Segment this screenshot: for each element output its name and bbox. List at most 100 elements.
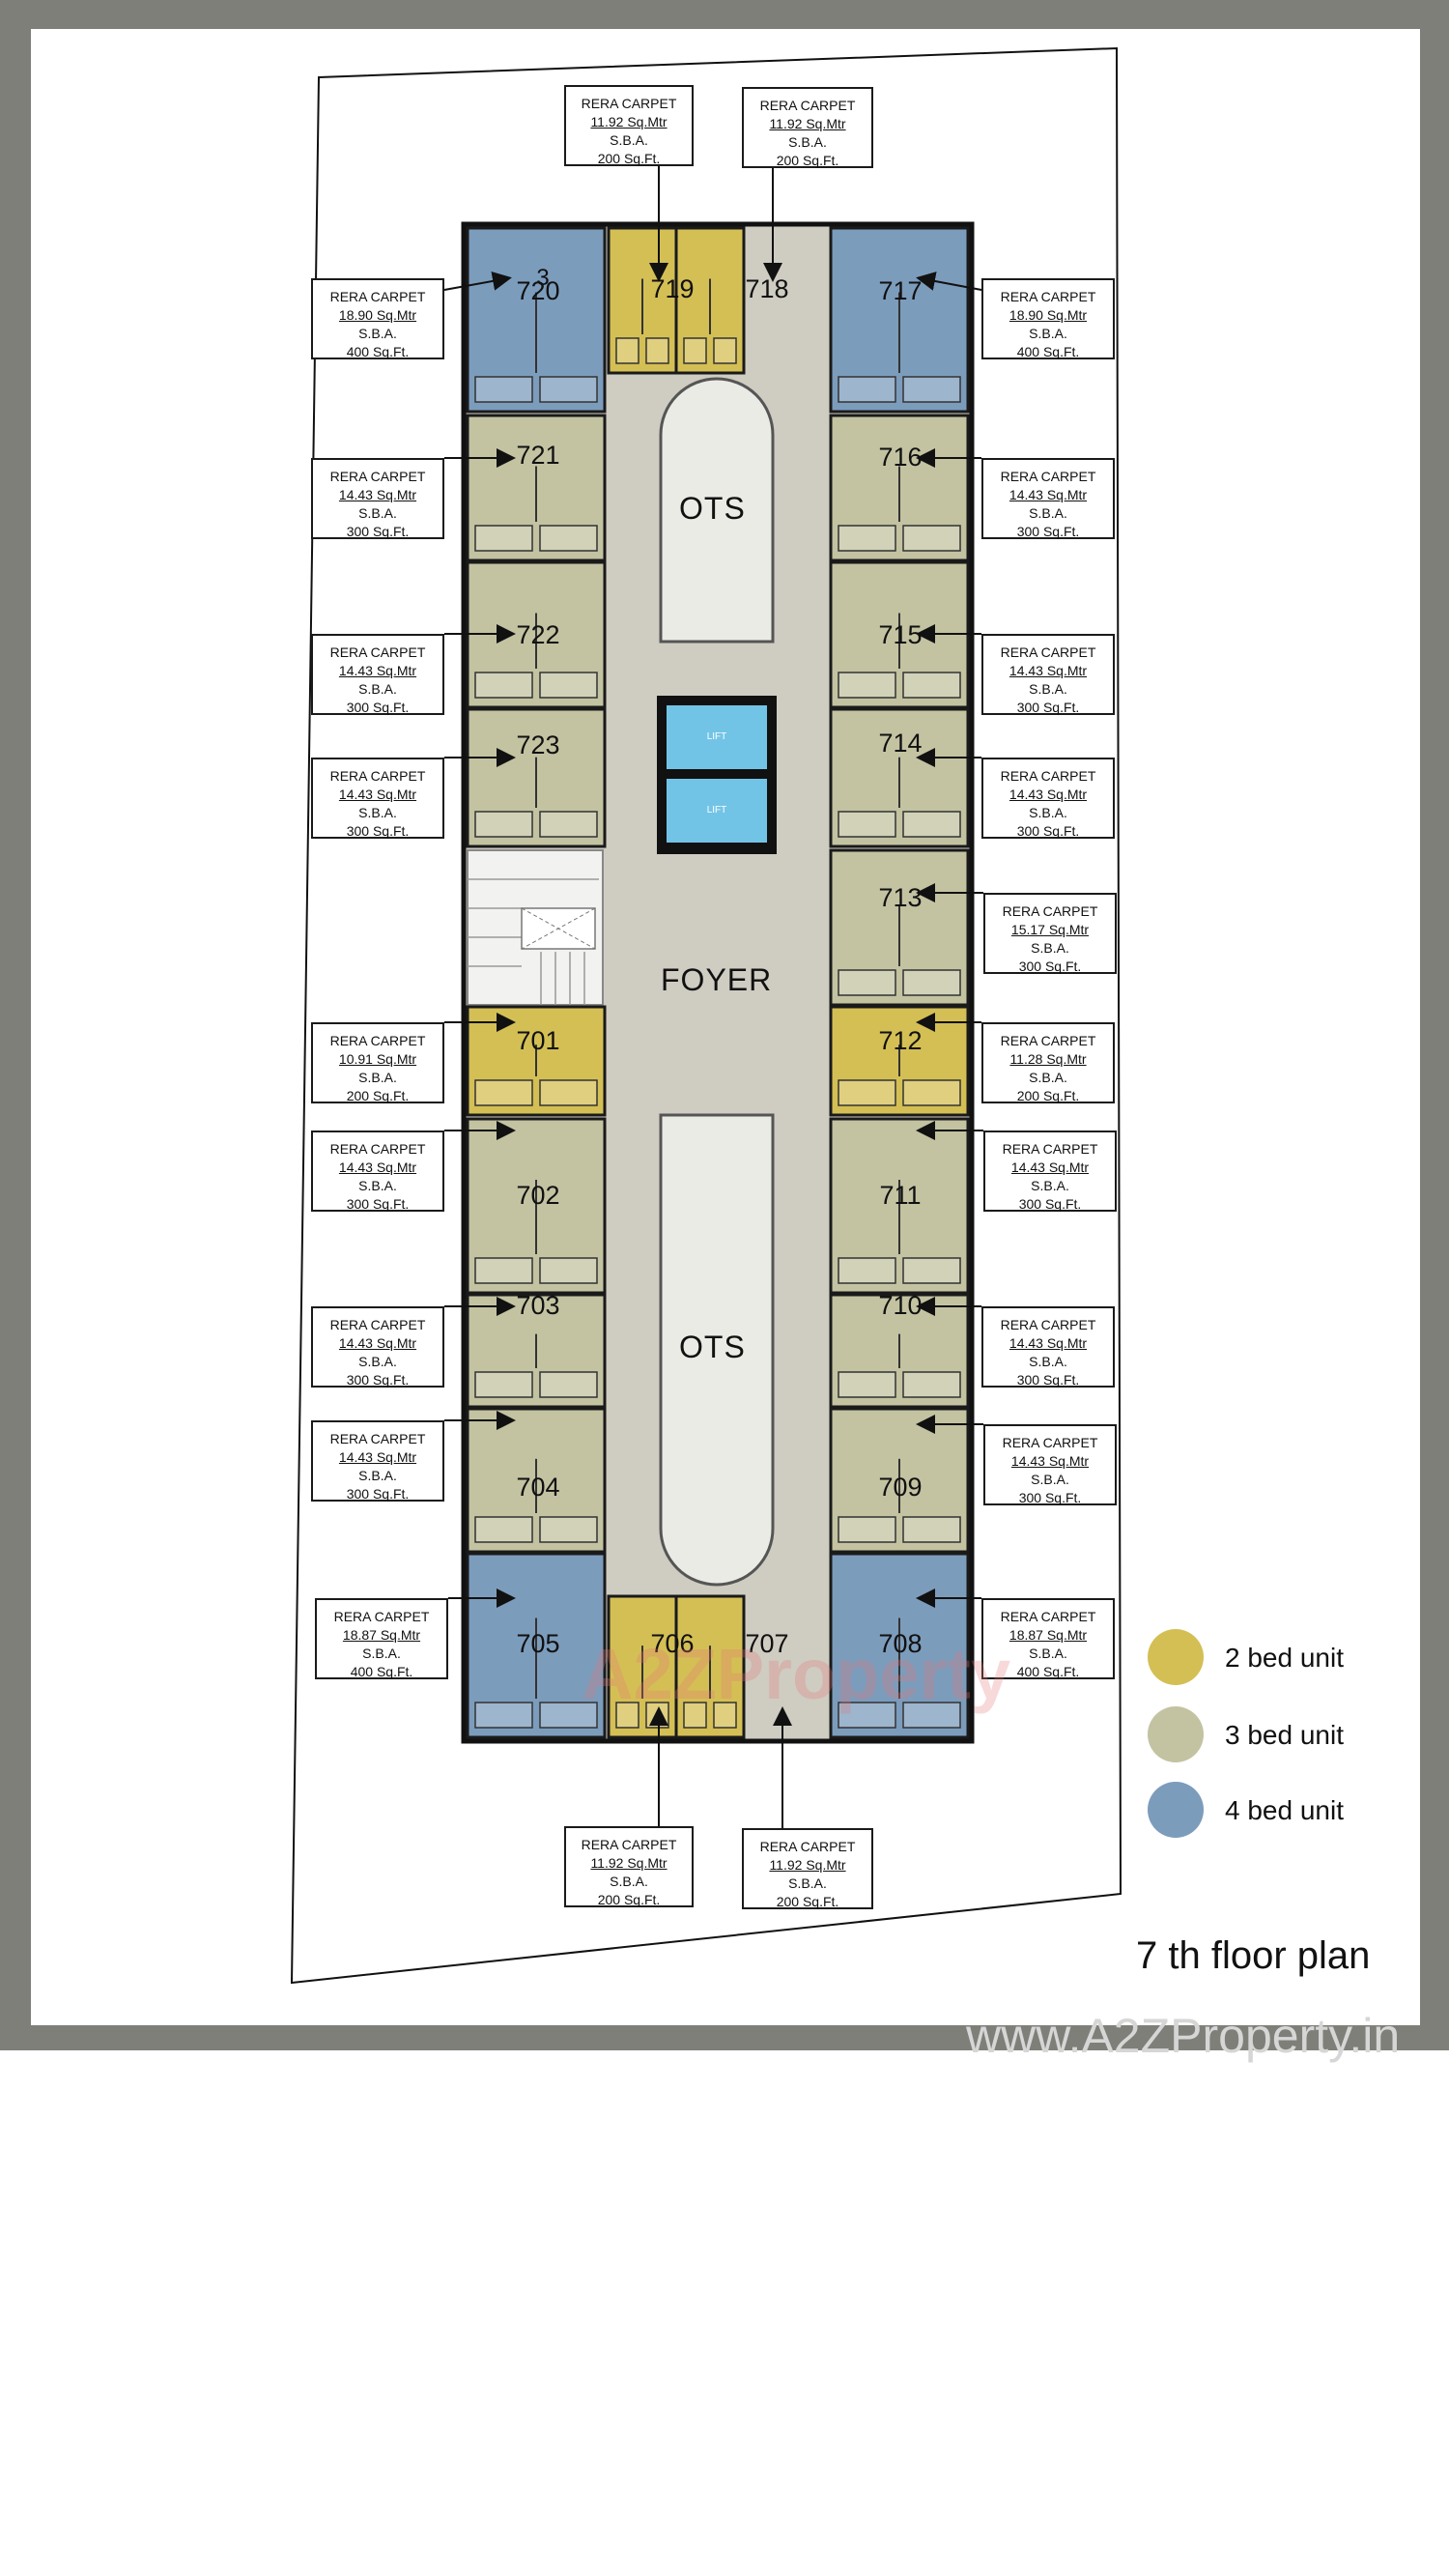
callout-sba-area: 200 Sq.Ft. <box>597 1892 661 1907</box>
unit-711-bed-b <box>902 1257 961 1284</box>
callout-carpet-area: 14.43 Sq.Mtr <box>1010 1453 1090 1469</box>
unit-715-bed-b <box>902 672 961 699</box>
unit-707-fill <box>674 1594 746 1739</box>
unit-721-bed-a <box>474 525 533 552</box>
unit-720-fill <box>466 226 607 414</box>
unit-716[interactable] <box>829 414 970 562</box>
unit-719-bed-b <box>645 337 669 364</box>
unit-714[interactable] <box>829 707 970 848</box>
unit-718[interactable] <box>674 226 746 375</box>
unit-711[interactable] <box>829 1117 970 1295</box>
unit-722-bed-b <box>539 672 598 699</box>
unit-703[interactable] <box>466 1293 607 1409</box>
callout-sba-heading: S.B.A. <box>610 132 648 148</box>
callout-arrow-23-3 <box>916 272 982 291</box>
callout-sba-heading: S.B.A. <box>362 1646 401 1661</box>
lift-car-1 <box>667 705 767 769</box>
center-watermark: A2ZProperty <box>582 1634 1011 1714</box>
unit-705[interactable] <box>466 1552 607 1739</box>
callout-heading: RERA CARPET <box>1000 768 1096 784</box>
unit-723[interactable] <box>466 707 607 848</box>
callout-heading: RERA CARPET <box>329 1431 426 1446</box>
callout-heading: RERA CARPET <box>329 289 426 304</box>
callout-sba-heading: S.B.A. <box>788 1875 827 1891</box>
unit-number-706: 706 <box>650 1629 695 1658</box>
unit-701[interactable] <box>466 1005 607 1117</box>
callout-sba-area: 200 Sq.Ft. <box>597 151 661 166</box>
unit-703-bed-a <box>474 1371 533 1398</box>
callout-heading: RERA CARPET <box>329 644 426 660</box>
unit-number-702: 702 <box>516 1181 560 1210</box>
callout-carpet-area: 11.28 Sq.Mtr <box>1009 1051 1087 1067</box>
unit-720-bed-a <box>474 376 533 403</box>
callout-sba-area: 400 Sq.Ft. <box>1016 344 1080 359</box>
unit-713-bed-b <box>902 969 961 996</box>
lift-label-2: LIFT <box>706 805 727 816</box>
callout-heading: RERA CARPET <box>759 1839 856 1854</box>
unit-717[interactable] <box>829 226 970 414</box>
unit-708[interactable] <box>829 1552 970 1739</box>
unit-721[interactable] <box>466 414 607 562</box>
callout-sba-heading: S.B.A. <box>1031 1472 1069 1487</box>
callout-carpet-area: 10.91 Sq.Mtr <box>338 1051 417 1067</box>
callout-heading: RERA CARPET <box>581 96 677 111</box>
unit-713-bed-a <box>838 969 896 996</box>
unit-713[interactable] <box>829 848 970 1007</box>
unit-723-fill <box>466 707 607 848</box>
callout-heading: RERA CARPET <box>1000 1033 1096 1048</box>
stair-well-cross-b <box>521 907 596 950</box>
callout-sba-area: 400 Sq.Ft. <box>346 344 410 359</box>
unit-723-bed-a <box>474 811 533 838</box>
legend-swatch-4-bed <box>1148 1782 1204 1838</box>
unit-number-712: 712 <box>878 1026 923 1055</box>
unit-717-fill <box>829 226 970 414</box>
callout-sba-heading: S.B.A. <box>358 1178 397 1193</box>
unit-number-709: 709 <box>878 1473 923 1502</box>
callout-sba-heading: S.B.A. <box>1031 1178 1069 1193</box>
callout-carpet-area: 14.43 Sq.Mtr <box>338 787 417 802</box>
unit-number-708: 708 <box>878 1629 923 1658</box>
callout-sba-area: 200 Sq.Ft. <box>1016 1088 1080 1103</box>
unit-717-bed-a <box>838 376 896 403</box>
callout-sba-heading: S.B.A. <box>358 681 397 697</box>
unit-712[interactable] <box>829 1005 970 1117</box>
unit-702-fill <box>466 1117 607 1295</box>
callout-sba-heading: S.B.A. <box>1031 940 1069 956</box>
unit-number-711: 711 <box>879 1181 922 1210</box>
callout-sba-area: 300 Sq.Ft. <box>1018 1196 1082 1212</box>
callout-sba-heading: S.B.A. <box>1029 326 1067 341</box>
unit-710-bed-b <box>902 1371 961 1398</box>
unit-714-bed-b <box>902 811 961 838</box>
callout-sba-heading: S.B.A. <box>1029 805 1067 820</box>
callout-carpet-area: 15.17 Sq.Mtr <box>1010 922 1090 937</box>
callout-sba-area: 300 Sq.Ft. <box>1016 823 1080 839</box>
site-watermark: www.A2ZProperty.in <box>966 2009 1401 2063</box>
callout-sba-heading: S.B.A. <box>1029 1070 1067 1085</box>
callout-heading: RERA CARPET <box>1002 1141 1098 1157</box>
unit-720[interactable] <box>466 226 607 414</box>
callout-sba-area: 300 Sq.Ft. <box>346 1486 410 1502</box>
unit-710[interactable] <box>829 1293 970 1409</box>
unit-705-bed-a <box>474 1702 533 1729</box>
callout-heading: RERA CARPET <box>1002 1435 1098 1450</box>
callout-sba-heading: S.B.A. <box>1029 1354 1067 1369</box>
unit-702[interactable] <box>466 1117 607 1295</box>
unit-716-bed-b <box>902 525 961 552</box>
unit-704[interactable] <box>466 1407 607 1554</box>
callout-heading: RERA CARPET <box>329 469 426 484</box>
unit-704-bed-b <box>539 1516 598 1543</box>
unit-702-bed-b <box>539 1257 598 1284</box>
unit-708-bed-b <box>902 1702 961 1729</box>
callout-carpet-area: 11.92 Sq.Mtr <box>769 116 846 131</box>
callout-sba-area: 300 Sq.Ft. <box>346 1372 410 1388</box>
unit-709[interactable] <box>829 1407 970 1554</box>
unit-707[interactable] <box>674 1594 746 1739</box>
